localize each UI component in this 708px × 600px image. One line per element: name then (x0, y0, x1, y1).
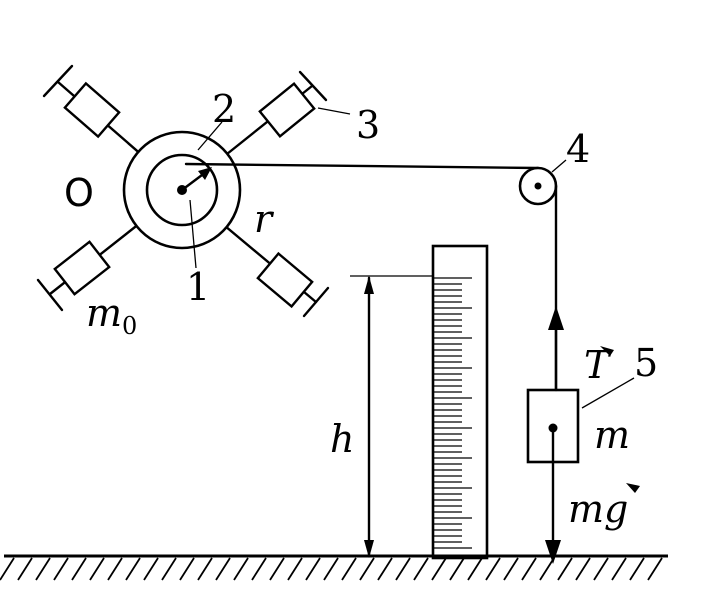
ground-hatch-line (647, 557, 663, 581)
ground-hatch-line (377, 557, 393, 581)
ground-hatch-line (521, 557, 537, 581)
arm-endcap-upper-right (298, 70, 328, 102)
sliding-weight-lower-right (256, 251, 314, 309)
arm-endcap-lower-left (36, 278, 64, 312)
ground-hatch-line (161, 557, 177, 581)
sliding-weight-lower-left (53, 240, 111, 296)
label-part-3: 3 (356, 103, 380, 147)
thread-horizontal (184, 162, 540, 170)
ground-hatch-line (359, 557, 375, 581)
ground-hatch-line (251, 557, 267, 581)
leader-2 (197, 121, 223, 151)
sliding-weight-upper-right (258, 82, 316, 138)
label-height: h (330, 417, 354, 461)
ground-hatch-line (269, 557, 285, 581)
ground-hatch-line (341, 557, 357, 581)
ground-hatching (0, 557, 663, 581)
ground-hatch-line (215, 557, 231, 581)
ground-hatch-line (35, 557, 51, 581)
ground-hatch-line (143, 557, 159, 581)
label-origin: O (64, 171, 94, 215)
ground-hatch-line (503, 557, 519, 581)
ground-hatch-line (575, 557, 591, 581)
label-part-5: 5 (634, 341, 658, 385)
ground-hatch-line (53, 557, 69, 581)
leader-5 (581, 377, 635, 409)
ground-hatch-line (539, 557, 555, 581)
ground-hatch-line (125, 557, 141, 581)
scale-ticks (433, 277, 472, 549)
ground-hatch-line (197, 557, 213, 581)
ground-hatch-line (485, 557, 501, 581)
ground-hatch-line (413, 557, 429, 581)
label-part-4: 4 (566, 127, 590, 171)
ground-hatch-line (593, 557, 609, 581)
leader-4 (551, 159, 567, 173)
ground-hatch-line (287, 557, 303, 581)
ground-hatch-line (557, 557, 573, 581)
ground-hatch-line (323, 557, 339, 581)
ground-hatch-line (89, 557, 105, 581)
label-hanging-mass: m (594, 413, 630, 457)
ground-hatch-line (449, 557, 465, 581)
ground-hatch-line (233, 557, 249, 581)
label-part-1: 1 (186, 265, 210, 309)
height-arrow-top (364, 276, 374, 294)
leader-1 (189, 199, 197, 269)
ground-hatch-line (107, 557, 123, 581)
label-weight: mg (568, 487, 628, 531)
label-rod-mass: m (86, 291, 122, 335)
arm-endcap-upper-left (42, 64, 74, 98)
ground-hatch-line (179, 557, 195, 581)
label-rod-mass-subscript: 0 (122, 312, 137, 340)
weight-arrow-head (545, 540, 561, 564)
arm-endcap-lower-right (302, 286, 330, 318)
ground-hatch-line (467, 557, 483, 581)
ground-hatch-line (17, 557, 33, 581)
scale-body (431, 244, 489, 560)
measuring-scale (431, 244, 489, 560)
rotor-assembly (36, 64, 330, 318)
ground-hatch-line (395, 557, 411, 581)
leader-3 (317, 107, 351, 115)
height-arrow-bottom (364, 540, 374, 558)
ground-hatch-line (611, 557, 627, 581)
tension-arrow-head (548, 306, 564, 330)
tension-vector-mark (600, 346, 614, 356)
ground-hatch-line (431, 557, 447, 581)
pulley-axle (534, 182, 542, 190)
ground-hatch-line (629, 557, 645, 581)
label-radius: r (254, 197, 275, 241)
label-part-2: 2 (212, 87, 236, 131)
sliding-weight-upper-left (63, 81, 121, 139)
ground-hatch-line (71, 557, 87, 581)
ground-hatch-line (305, 557, 321, 581)
radius-arrow-head (198, 167, 212, 180)
weight-vector-mark (626, 483, 640, 493)
ground-hatch-line (0, 557, 15, 581)
